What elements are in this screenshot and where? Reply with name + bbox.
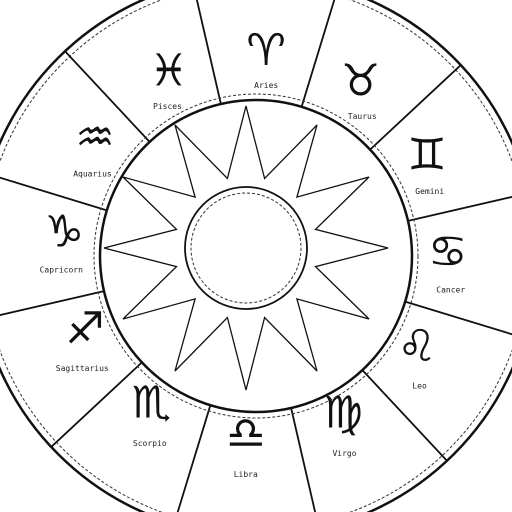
sagittarius-icon: ♐ — [65, 304, 104, 355]
sector-divider — [195, 0, 222, 105]
virgo-icon: ♍ — [323, 388, 362, 439]
capricorn-icon: ♑ — [45, 206, 84, 257]
sector-divider — [176, 404, 212, 512]
leo-icon: ♌ — [397, 321, 436, 372]
sun-icon — [103, 105, 389, 391]
libra-icon: ♎ — [226, 408, 265, 459]
sector-divider — [300, 0, 336, 108]
sun-disc — [184, 186, 308, 310]
zodiac-sign-leo: ♌ Leo — [397, 321, 436, 391]
sector-divider — [0, 290, 105, 317]
sector-divider — [290, 407, 317, 512]
sign-label: Aries — [254, 81, 278, 90]
sector-divider — [404, 300, 512, 336]
zodiac-sign-sagittarius: ♐ Sagittarius — [56, 304, 109, 373]
aquarius-icon: ♒ — [75, 112, 114, 163]
sign-label: Scorpio — [133, 439, 167, 448]
zodiac-sign-cancer: ♋ Cancer — [428, 227, 467, 295]
sector-divider — [369, 64, 462, 151]
zodiac-sign-aries: ♈ Aries — [246, 25, 285, 90]
sector-divider — [50, 361, 143, 448]
sector-divider — [361, 369, 448, 462]
zodiac-sign-pisces: ♓ Pisces — [149, 45, 188, 110]
zodiac-sign-taurus: ♉ Taurus — [341, 55, 380, 120]
inner-dashed-ring — [93, 93, 419, 419]
sector-divider — [64, 50, 151, 143]
sign-label: Taurus — [348, 112, 377, 121]
sign-label: Virgo — [332, 449, 356, 458]
sign-label: Gemini — [415, 187, 444, 196]
sign-label: Cancer — [436, 286, 465, 295]
sign-label: Leo — [412, 382, 427, 391]
scorpio-icon: ♏ — [132, 378, 171, 429]
sign-label: Sagittarius — [56, 364, 109, 373]
pisces-icon: ♓ — [149, 45, 188, 96]
zodiac-signs: ♈ Aries ♉ Taurus ♊ Gemini ♋ Cancer ♌ Leo ♍ Virgo ♎ Li… — [40, 25, 468, 479]
sign-label: Capricorn — [40, 265, 84, 274]
zodiac-sign-aquarius: ♒ Aquarius — [73, 112, 115, 178]
gemini-icon: ♊ — [407, 129, 446, 180]
aries-icon: ♈ — [246, 25, 285, 76]
zodiac-sign-virgo: ♍ Virgo — [323, 388, 362, 459]
sign-label: Pisces — [153, 102, 182, 111]
sign-label: Libra — [234, 470, 258, 479]
sector-divider — [407, 195, 512, 222]
zodiac-sign-scorpio: ♏ Scorpio — [132, 378, 171, 449]
cancer-icon: ♋ — [428, 227, 467, 278]
sign-label: Aquarius — [73, 169, 112, 178]
taurus-icon: ♉ — [341, 55, 380, 106]
zodiac-sign-libra: ♎ Libra — [226, 408, 265, 479]
zodiac-sign-capricorn: ♑ Capricorn — [40, 206, 84, 274]
sector-divider — [0, 176, 108, 212]
sun-disc-dashed — [190, 192, 302, 304]
zodiac-sign-gemini: ♊ Gemini — [407, 129, 446, 196]
